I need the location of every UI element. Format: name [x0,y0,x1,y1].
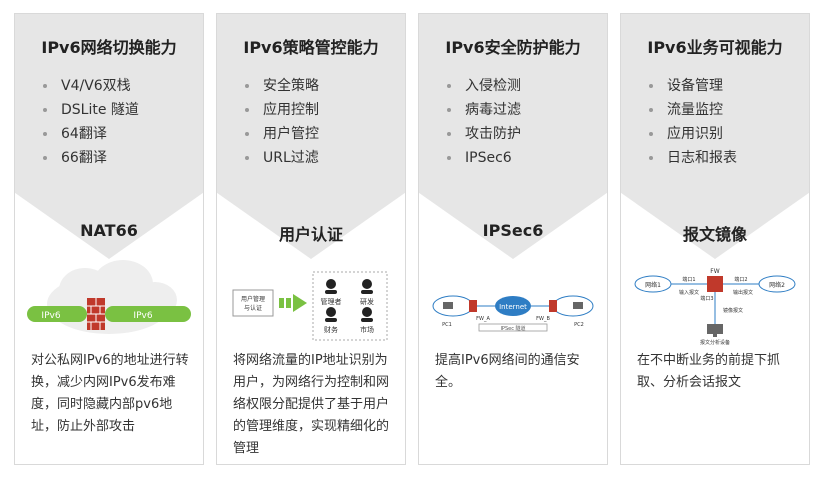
sub-title: 用户认证 [278,225,343,244]
card-title: IPv6网络切换能力 [41,38,177,57]
ipv6-pipe-left [27,306,87,322]
bullet-icon [447,108,451,112]
user-icon [361,279,373,294]
roles-box [312,271,388,341]
feature-list: 安全策略 应用控制 用户管控 URL过滤 [245,74,319,170]
feature-item: 日志和报表 [649,146,737,170]
card-title: IPv6业务可视能力 [647,38,783,57]
feature-item: 流量监控 [649,98,737,122]
pc-label: PC1 [442,322,452,328]
card-title: IPv6策略管控能力 [243,38,379,57]
role-label: 管理者 [321,297,342,306]
auth-box [232,289,274,317]
auth-box-label: 用户管理 [241,295,265,303]
bullet-icon [649,108,653,112]
bullet-icon [43,84,47,88]
pipe-label-right: IPv6 [133,311,152,321]
pkt-label: 输出报文 [733,289,753,296]
analyzer-label: 报文分析设备 [700,339,730,346]
feature-item: 攻击防护 [447,122,521,146]
fw-label: FW [710,268,719,275]
bullet-icon [43,132,47,136]
bullet-icon [43,108,47,112]
role-label: 市场 [360,325,374,334]
firewall-icon [469,300,477,312]
node-label: FW_B [536,316,550,322]
feature-item: 应用识别 [649,122,737,146]
internet-cloud-icon [495,296,531,316]
card-title: IPv6安全防护能力 [445,38,581,57]
role-label: 财务 [324,325,338,334]
card-ipv6-switching: IPv6网络切换能力 V4/V6双栈 DSLite 隧道 64翻译 66翻译 N… [14,13,204,465]
arrow-right-icon [279,294,307,312]
bullet-icon [447,132,451,136]
sub-title: NAT66 [80,221,138,240]
tunnel-label: IPSec 隧道 [500,325,525,332]
pc-icon [573,302,583,309]
user-icon [361,307,373,322]
nat66-illustration: IPv6 IPv6 [27,260,191,334]
card-ipv6-security: IPv6安全防护能力 入侵检测 病毒过滤 攻击防护 IPSec6 IPSec6 … [418,13,608,465]
pipe-label-left: IPv6 [41,311,60,321]
ipv6-pipe-right [105,306,191,322]
bullet-icon [245,156,249,160]
sub-title: 报文镜像 [682,225,747,244]
bullet-icon [649,84,653,88]
bullet-icon [245,108,249,112]
card-description: 对公私网IPv6的地址进行转换，减少内网IPv6发布难度，同时隐藏内部pv6地址… [31,353,189,434]
bullet-icon [447,84,451,88]
auth-box-label: 与认证 [244,304,262,312]
bullet-icon [649,132,653,136]
node-label: FW_A [476,316,490,322]
feature-item: 入侵检测 [447,74,521,98]
feature-item: 用户管控 [245,122,319,146]
mirror-illustration: 网络1 网络2 FW 端口1 端口2 端口3 输入报文 输出报文 镜像报文 报文… [634,268,796,346]
ipsec6-illustration: Internet FW_A FW_B PC1 PC2 IPSec 隧道 [432,295,594,332]
feature-item: 安全策略 [245,74,319,98]
feature-item: 应用控制 [245,98,319,122]
firewall-icon [87,298,105,330]
sub-title: IPSec6 [482,221,544,240]
role-label: 研发 [360,297,374,306]
port-label: 端口1 [682,276,695,283]
user-icon [325,307,337,322]
feature-item: V4/V6双栈 [43,74,139,98]
net-label: 网络1 [645,281,661,289]
internet-label: Internet [499,303,527,311]
bullet-icon [649,156,653,160]
card-ipv6-policy: IPv6策略管控能力 安全策略 应用控制 用户管控 URL过滤 用户认证 用户管… [216,13,406,465]
pc-icon [443,302,453,309]
card-description: 将网络流量的IP地址识别为用户，为网络行为控制和网络权限分配提供了基于用户的管理… [233,353,390,456]
feature-item: URL过滤 [245,146,319,170]
feature-item: 64翻译 [43,122,139,146]
port-label: 端口2 [734,276,747,283]
card-description: 在不中断业务的前提下抓取、分析会话报文 [637,353,781,390]
feature-list: 入侵检测 病毒过滤 攻击防护 IPSec6 [447,74,521,170]
ipsec-tunnel [478,323,548,332]
cloud-icon [47,260,177,334]
bullet-icon [447,156,451,160]
bullet-icon [245,132,249,136]
user-auth-illustration: 用户管理 与认证 管理者 研发 财务 市场 [232,271,388,341]
feature-item: IPSec6 [447,146,521,170]
feature-item: 设备管理 [649,74,737,98]
card-description: 提高IPv6网络间的通信安全。 [435,353,580,390]
feature-item: 病毒过滤 [447,98,521,122]
monitor-icon [707,324,723,337]
feature-list: V4/V6双栈 DSLite 隧道 64翻译 66翻译 [43,74,139,170]
port-label: 端口3 [700,295,713,302]
card-ipv6-visibility: IPv6业务可视能力 设备管理 流量监控 应用识别 日志和报表 报文镜像 网络1… [620,13,810,465]
bullet-icon [43,156,47,160]
firewall-icon [707,276,723,292]
feature-item: DSLite 隧道 [43,98,139,122]
feature-item: 66翻译 [43,146,139,170]
bullet-icon [245,84,249,88]
pkt-label: 输入报文 [679,289,699,296]
feature-list: 设备管理 流量监控 应用识别 日志和报表 [649,74,737,170]
firewall-icon [549,300,557,312]
user-icon [325,279,337,294]
net-label: 网络2 [769,281,785,289]
mirror-label: 镜像报文 [723,307,743,314]
pc-label: PC2 [574,322,584,328]
